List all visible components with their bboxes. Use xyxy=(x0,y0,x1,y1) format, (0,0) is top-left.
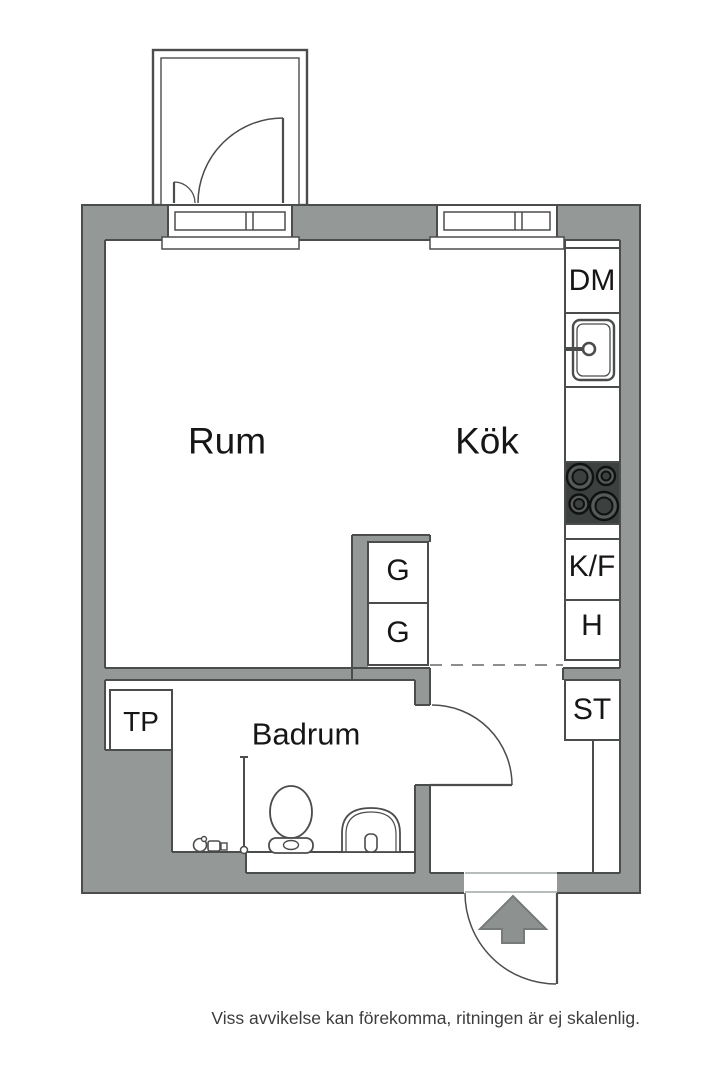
fridge-freezer-box xyxy=(564,538,621,601)
dishwasher-box xyxy=(564,247,621,314)
disclaimer-text: Viss avvikelse kan förekomma, ritningen … xyxy=(211,1008,640,1028)
wardrobe-wall xyxy=(352,535,368,680)
room-label-rum: Rum xyxy=(187,420,267,462)
bathroom-door-jamb-top xyxy=(415,680,430,705)
room-label-kok: Kök xyxy=(455,420,519,462)
counter-shelf xyxy=(564,523,621,540)
kitchen-hall-wall xyxy=(563,668,640,680)
room-label-badrum: Badrum xyxy=(251,716,361,752)
washbasin-icon xyxy=(341,807,401,853)
entrance xyxy=(464,871,559,985)
window-sill xyxy=(429,236,565,250)
fixture-label-kf: K/F xyxy=(568,550,616,583)
kitchen-window xyxy=(429,204,565,250)
valves-icon xyxy=(192,835,230,853)
fixture-label-tp: TP xyxy=(123,706,159,737)
bathroom-door-jamb-bottom xyxy=(415,785,430,873)
balcony-window xyxy=(161,204,300,250)
fixture-label-g-upper: G xyxy=(386,554,410,587)
fixture-label-g-lower: G xyxy=(386,616,410,649)
bathroom-door-swing xyxy=(430,704,513,787)
sink-icon xyxy=(565,318,616,382)
balcony xyxy=(151,48,309,207)
wardrobe-lower-box xyxy=(367,602,429,666)
cabinet-h-box xyxy=(564,599,621,661)
fixture-label-dm: DM xyxy=(568,264,616,297)
window-sill xyxy=(161,236,300,250)
toilet-icon xyxy=(268,785,314,854)
entrance-opening xyxy=(464,871,557,894)
shower-rail-icon xyxy=(239,756,249,855)
fixture-label-h: H xyxy=(581,609,603,642)
entrance-door-swing xyxy=(464,892,559,985)
st-closet-box xyxy=(564,679,621,741)
entrance-arrow-icon xyxy=(477,894,549,944)
counter-box xyxy=(564,386,621,463)
bathroom-top-wall xyxy=(105,668,430,680)
wardrobe-boxes xyxy=(367,541,429,666)
balcony-door-swing xyxy=(172,117,285,204)
walls xyxy=(82,205,640,893)
stove-icon xyxy=(565,462,620,522)
fixture-label-st: ST xyxy=(572,693,612,726)
tp-box xyxy=(109,689,173,751)
